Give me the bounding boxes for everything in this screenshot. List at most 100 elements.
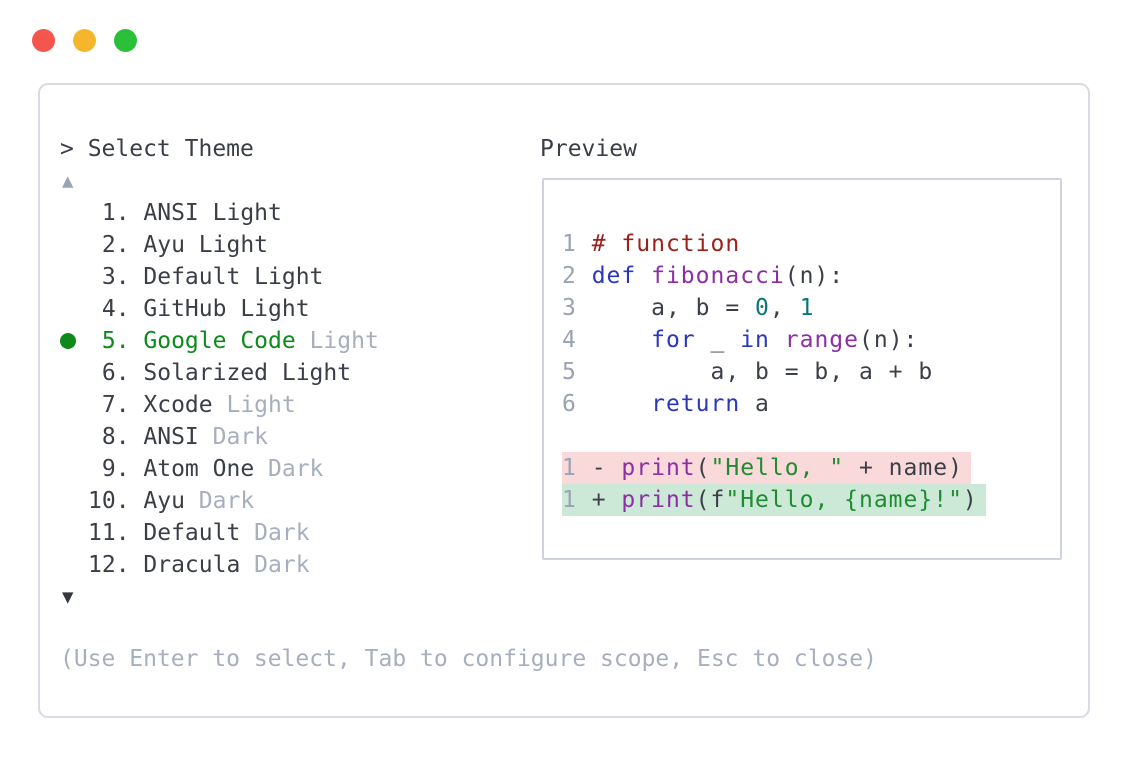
code-line xyxy=(562,420,986,452)
code-segment xyxy=(636,263,651,289)
code-line: 6 return a xyxy=(562,388,986,420)
code-segment xyxy=(592,391,651,417)
code-segment: (f xyxy=(695,487,726,513)
diff-removed-line: 1 - print("Hello, " + name) xyxy=(562,452,971,484)
theme-name: Dracula xyxy=(129,552,241,578)
code-segment: # function xyxy=(591,231,741,257)
line-number: 6 xyxy=(562,391,592,417)
scroll-down-icon[interactable]: ▼ xyxy=(62,586,74,608)
code-segment: , xyxy=(769,295,800,321)
code-segment: fibonacci xyxy=(651,263,785,289)
theme-selector-panel: > Select Theme Preview ▲ 1. ANSI Light 2… xyxy=(38,83,1090,718)
select-theme-prompt: > Select Theme xyxy=(60,136,254,162)
theme-name: Default Light xyxy=(129,264,324,290)
theme-item[interactable]: 5. Google Code Light xyxy=(40,325,530,357)
theme-item[interactable]: 11. Default Dark xyxy=(40,517,530,549)
theme-number: 11. xyxy=(88,520,130,546)
help-text: (Use Enter to select, Tab to configure s… xyxy=(60,646,877,672)
theme-name: Xcode xyxy=(129,392,213,418)
theme-variant: Dark xyxy=(240,520,310,546)
theme-name: GitHub Light xyxy=(129,296,310,322)
traffic-lights xyxy=(32,29,137,52)
code-segment: 1 xyxy=(799,295,815,321)
theme-item[interactable]: 6. Solarized Light xyxy=(40,357,530,389)
code-segment: range xyxy=(784,327,859,353)
theme-number: 3. xyxy=(88,264,130,290)
theme-variant: Light xyxy=(295,328,379,354)
scroll-up-icon[interactable]: ▲ xyxy=(62,170,74,192)
line-number: 1 xyxy=(562,487,592,513)
code-segment: return xyxy=(651,391,741,417)
theme-number: 8. xyxy=(88,424,130,450)
code-segment: (n): xyxy=(859,327,919,353)
theme-item[interactable]: 9. Atom One Dark xyxy=(40,453,530,485)
code-segment: for xyxy=(651,327,696,353)
theme-variant: Dark xyxy=(254,456,324,482)
theme-number: 4. xyxy=(88,296,130,322)
code-segment xyxy=(770,327,785,353)
theme-number: 2. xyxy=(88,232,130,258)
line-number: 3 xyxy=(562,295,592,321)
theme-variant: Light xyxy=(212,392,296,418)
theme-name: Atom One xyxy=(129,456,255,482)
zoom-button-icon[interactable] xyxy=(114,29,137,52)
theme-name: ANSI xyxy=(129,424,199,450)
line-number: 4 xyxy=(562,327,592,353)
code-line: 1 # function xyxy=(562,228,986,260)
theme-item[interactable]: 8. ANSI Dark xyxy=(40,421,530,453)
diff-added-line: 1 + print(f"Hello, {name}!") xyxy=(562,484,986,516)
diff-sign: + xyxy=(591,487,622,513)
code-line: 2 def fibonacci(n): xyxy=(562,260,986,292)
theme-item[interactable]: 10. Ayu Dark xyxy=(40,485,530,517)
code-segment: "Hello, {name}!" xyxy=(725,487,963,513)
theme-item[interactable]: 7. Xcode Light xyxy=(40,389,530,421)
code-segment: def xyxy=(591,263,637,289)
code-segment: a xyxy=(740,391,770,417)
code-segment: "Hello, " xyxy=(710,455,845,481)
theme-number: 10. xyxy=(88,488,130,514)
code-line: 1 - print("Hello, " + name) xyxy=(562,452,986,484)
code-segment: ( xyxy=(695,455,711,481)
theme-item[interactable]: 1. ANSI Light xyxy=(40,197,530,229)
code-line: 1 + print(f"Hello, {name}!") xyxy=(562,484,986,516)
theme-variant: Dark xyxy=(184,488,255,514)
code-segment: + name) xyxy=(844,455,963,481)
minimize-button-icon[interactable] xyxy=(73,29,96,52)
preview-label: Preview xyxy=(540,136,637,162)
theme-number: 9. xyxy=(88,456,130,482)
theme-item[interactable]: 2. Ayu Light xyxy=(40,229,530,261)
theme-number: 6. xyxy=(88,360,130,386)
code-segment: _ xyxy=(695,327,741,353)
code-segment: a, b = b, a + b xyxy=(591,359,934,385)
theme-name: ANSI Light xyxy=(129,200,282,226)
code-segment: ) xyxy=(962,487,978,513)
line-number: 1 xyxy=(562,455,592,481)
theme-item[interactable]: 4. GitHub Light xyxy=(40,293,530,325)
close-button-icon[interactable] xyxy=(32,29,55,52)
theme-name: Ayu xyxy=(129,488,185,514)
theme-variant: Dark xyxy=(198,424,269,450)
theme-number: 1. xyxy=(88,200,130,226)
theme-name: Solarized Light xyxy=(129,360,352,386)
line-number: 1 xyxy=(562,231,592,257)
theme-variant: Dark xyxy=(240,552,310,578)
code-line: 3 a, b = 0, 1 xyxy=(562,292,986,324)
code-segment xyxy=(592,327,651,353)
theme-item[interactable]: 3. Default Light xyxy=(40,261,530,293)
line-number: 2 xyxy=(562,263,592,289)
theme-number: 7. xyxy=(88,392,130,418)
code-segment: print xyxy=(621,455,696,481)
code-line: 4 for _ in range(n): xyxy=(562,324,986,356)
theme-name: Google Code xyxy=(129,328,296,354)
theme-list: 1. ANSI Light 2. Ayu Light 3. Default Li… xyxy=(40,197,530,581)
code-segment: a, b = xyxy=(591,295,756,321)
theme-item[interactable]: 12. Dracula Dark xyxy=(40,549,530,581)
diff-sign: - xyxy=(591,455,622,481)
theme-number: 5. xyxy=(88,328,130,354)
code-line: 5 a, b = b, a + b xyxy=(562,356,986,388)
code-segment: in xyxy=(740,327,770,353)
selected-dot-icon xyxy=(60,333,76,349)
line-number: 5 xyxy=(562,359,592,385)
